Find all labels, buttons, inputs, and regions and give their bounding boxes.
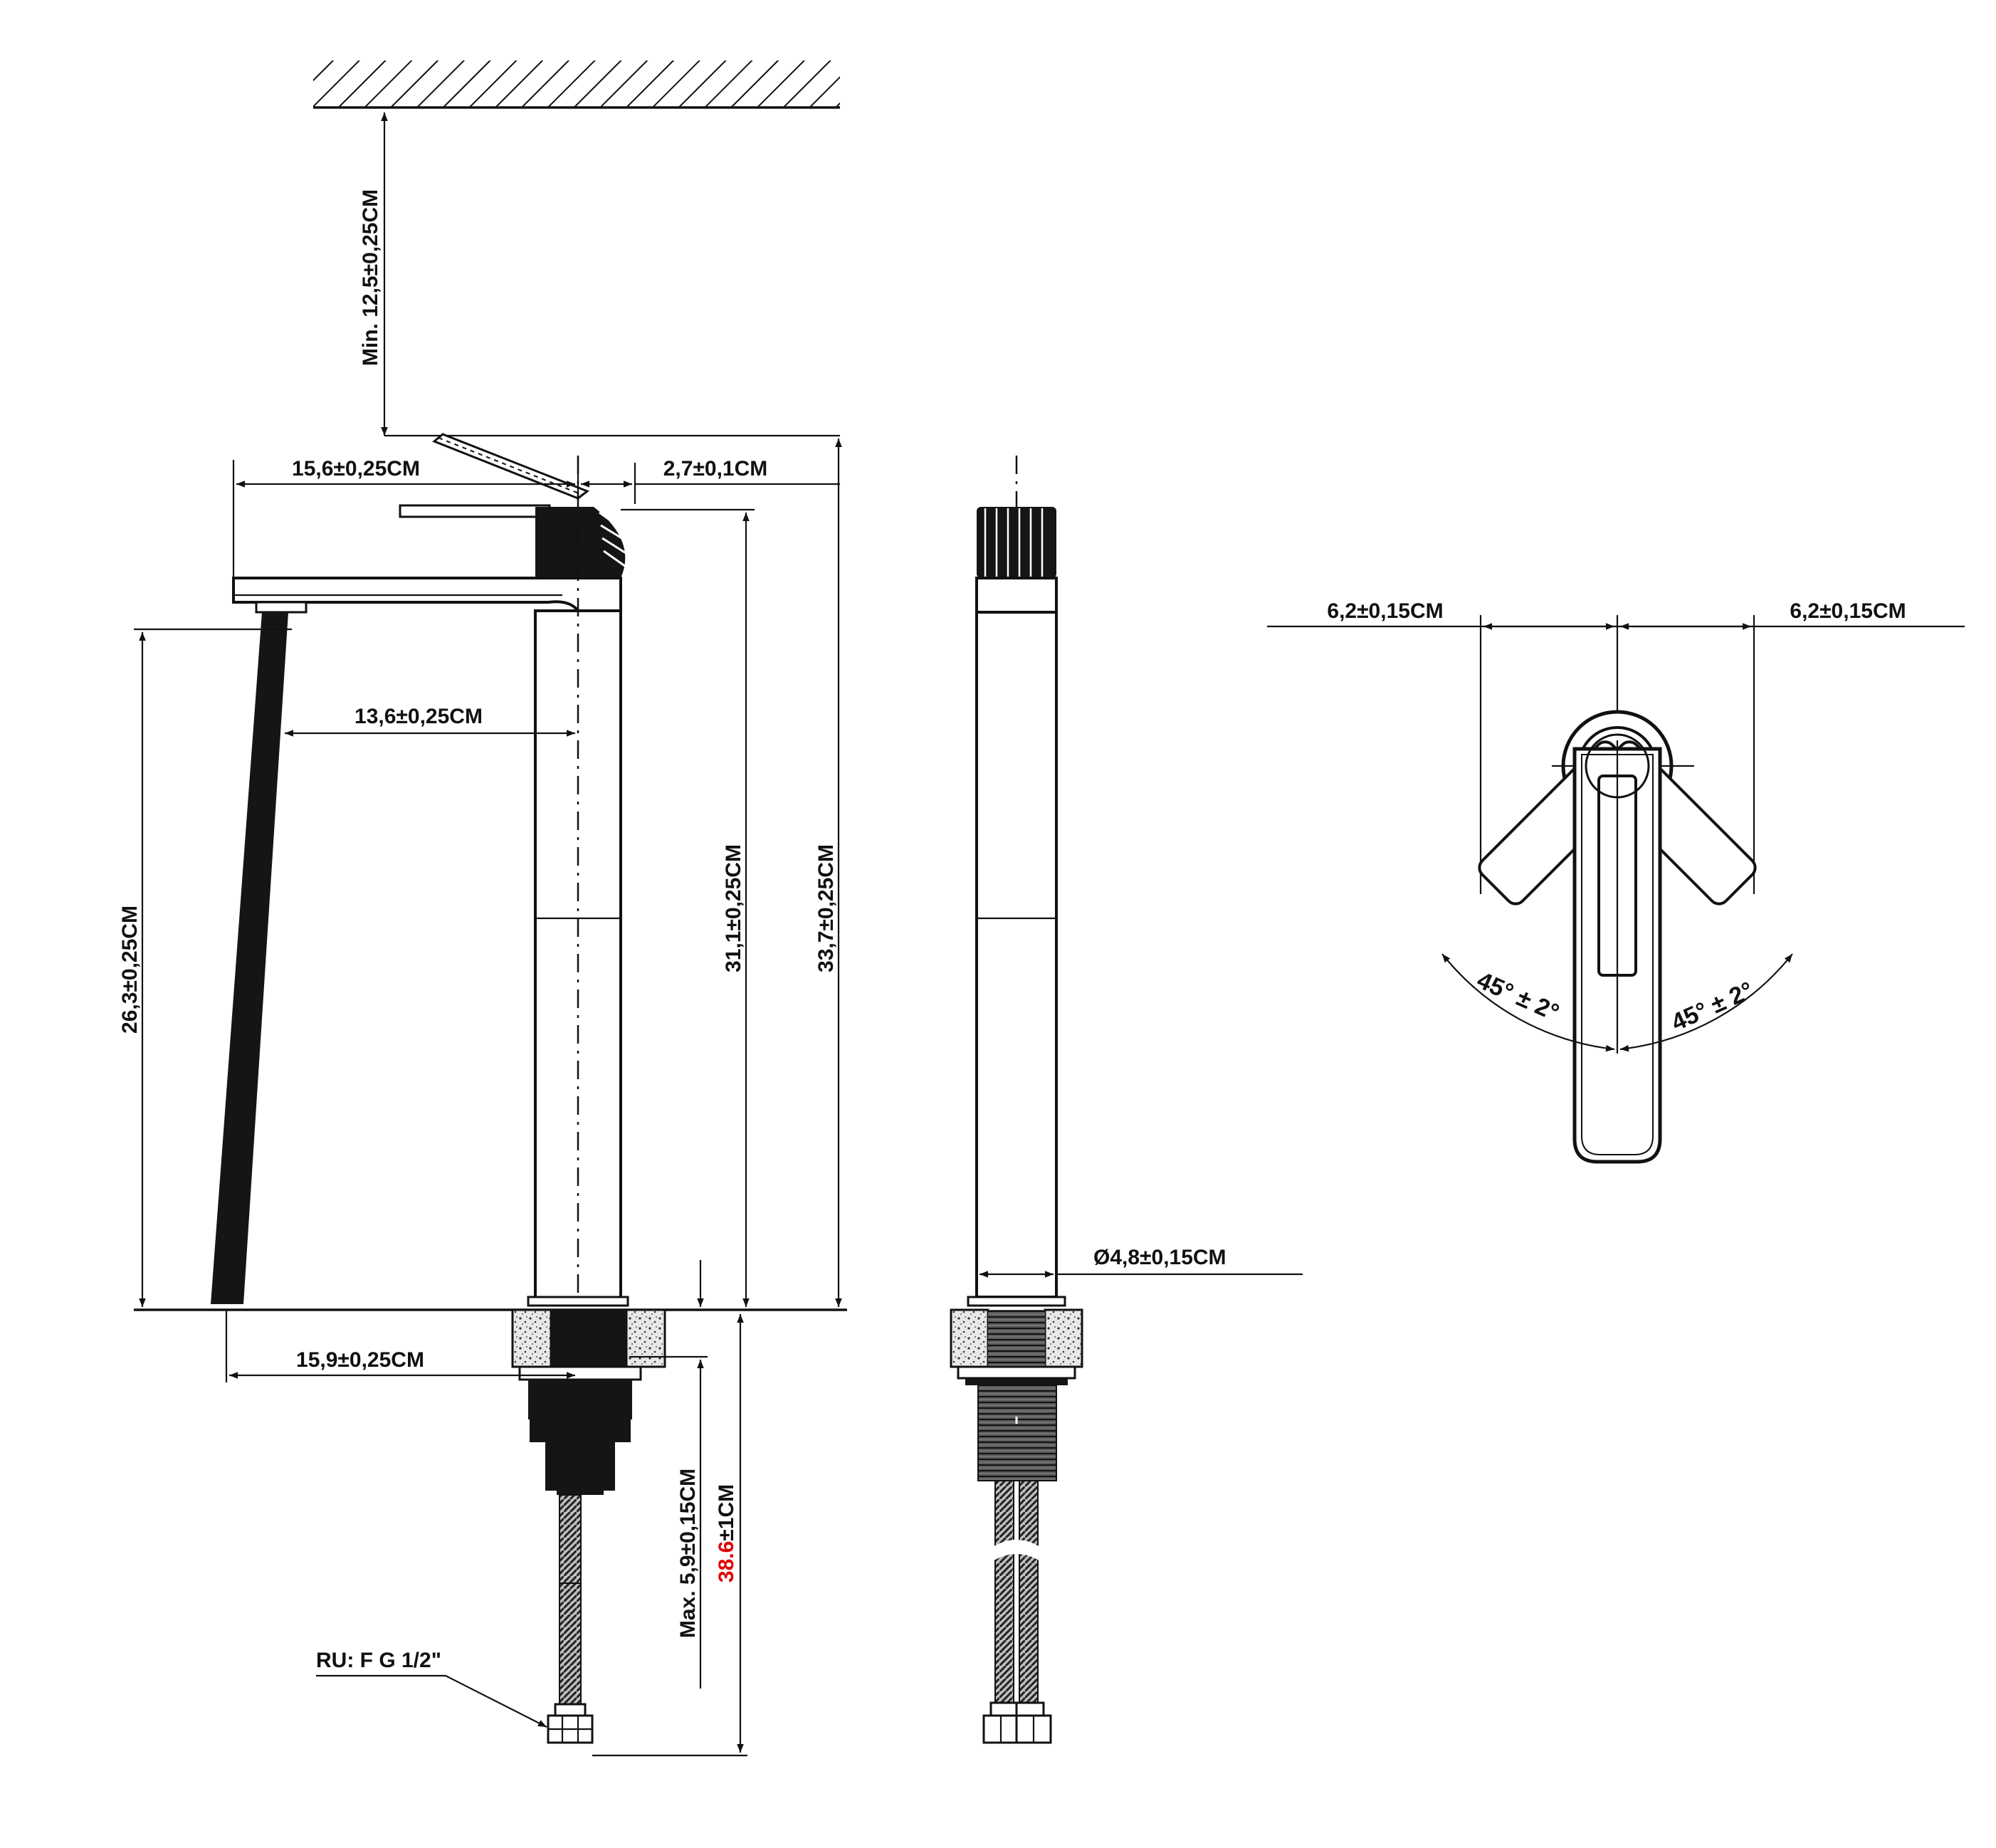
supply-hose-lower [559, 1582, 582, 1705]
spout-to-body-label: 13,6±0,25CM [354, 705, 483, 728]
spout-reach-label: 15,6±0,25CM [292, 457, 420, 481]
supply-hose-upper [559, 1494, 582, 1594]
front-spout-head [975, 577, 1058, 614]
angle-arc-right [1619, 953, 1793, 1052]
water-stream [211, 612, 288, 1304]
front-countertop-right [1044, 1308, 1083, 1368]
front-hose-left [994, 1480, 1014, 1716]
base-reach-label: 15,9±0,25CM [296, 1348, 424, 1372]
top-view: 6,2±0,15CM 6,2±0,15CM 45° ± 2° 45° ± 2° [1267, 599, 1965, 1164]
mounting-plate [518, 1365, 642, 1381]
thread-leader-line [316, 1674, 547, 1728]
hose-length-value: 38.6 [715, 1541, 738, 1582]
spout-height-label: 26,3±0,25CM [118, 905, 142, 1034]
countertop-section-right [625, 1308, 666, 1368]
thread-label: RU: F G 1/2" [316, 1649, 441, 1672]
front-countertop-left [950, 1308, 989, 1368]
mounting-shank [545, 1419, 615, 1491]
front-threaded-shank [977, 1385, 1057, 1481]
handle-depth-label: 2,7±0,1CM [663, 457, 768, 481]
front-mounting-plate [957, 1365, 1076, 1380]
handle-lever [399, 504, 551, 518]
angle-right-label: 45° ± 2° [1667, 977, 1757, 1036]
front-hose-right [1019, 1480, 1039, 1716]
handle-cartridge [535, 507, 594, 578]
max-counter-label: Max. 5,9±0,15CM [676, 1469, 700, 1638]
ceiling-hatch [313, 61, 840, 107]
hose-length-tolerance: ±1CM [715, 1484, 738, 1541]
front-view: Ø4,8±0,15CM [950, 456, 1303, 1744]
handle-right-label: 6,2±0,15CM [1790, 599, 1906, 623]
angle-arc-left [1441, 953, 1615, 1052]
hose-length-label: 38.6±1CM [715, 1484, 738, 1582]
side-view: Min. 12,5±0,25CM [118, 61, 847, 1757]
total-height-label: 33,7±0,25CM [814, 844, 838, 972]
countertop-section-left [511, 1308, 552, 1368]
body-diameter-label: Ø4,8±0,15CM [1093, 1246, 1227, 1269]
body-height-label: 31,1±0,25CM [722, 844, 745, 972]
front-body [975, 611, 1058, 1298]
ceiling-clearance-label: Min. 12,5±0,25CM [359, 189, 382, 366]
handle-left-label: 6,2±0,15CM [1327, 599, 1443, 623]
front-handle-knurl [977, 507, 1056, 578]
